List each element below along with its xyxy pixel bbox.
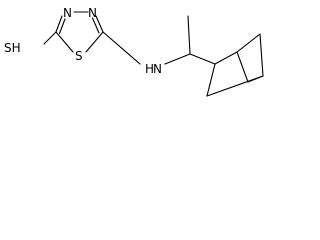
- bond-c7-c4: [259, 33, 264, 77]
- atom-label-ring-sulfur: S: [75, 49, 83, 63]
- bond-c1-c7: [236, 33, 261, 53]
- bond-c5-s1: [85, 31, 104, 53]
- atom-label-amine-hydrogen: H: [145, 62, 154, 76]
- bond-n4-c5: [95, 15, 104, 33]
- atom-label-ring-nitrogen-left: N: [63, 6, 72, 20]
- bond-n4-c5-double: [91, 17, 100, 34]
- atom-label-thiol: SH: [4, 41, 21, 55]
- bond-c2-c3: [206, 63, 216, 97]
- bond-c2-c1: [214, 51, 238, 65]
- bond-c2-n3-double: [58, 18, 66, 35]
- bond-c5-nh: [102, 31, 141, 65]
- bond-c2-n3: [55, 15, 63, 33]
- atom-label-ring-nitrogen-right: N: [88, 6, 97, 20]
- atom-label-amine-nitrogen: N: [153, 62, 162, 76]
- bond-c2-sh: [43, 31, 57, 45]
- bond-nh-ch: [164, 53, 191, 65]
- molecule-diagram: SH S N N N H: [4, 6, 264, 97]
- thiadiazole-ring: [55, 11, 104, 53]
- bond-s1-c2: [55, 31, 74, 53]
- bond-ch-bicycle: [189, 53, 216, 65]
- norbornane-ring: [206, 33, 264, 97]
- bond-c3-c4: [206, 75, 264, 97]
- bond-c1-c6: [236, 51, 249, 83]
- bond-ch-methyl: [187, 15, 191, 55]
